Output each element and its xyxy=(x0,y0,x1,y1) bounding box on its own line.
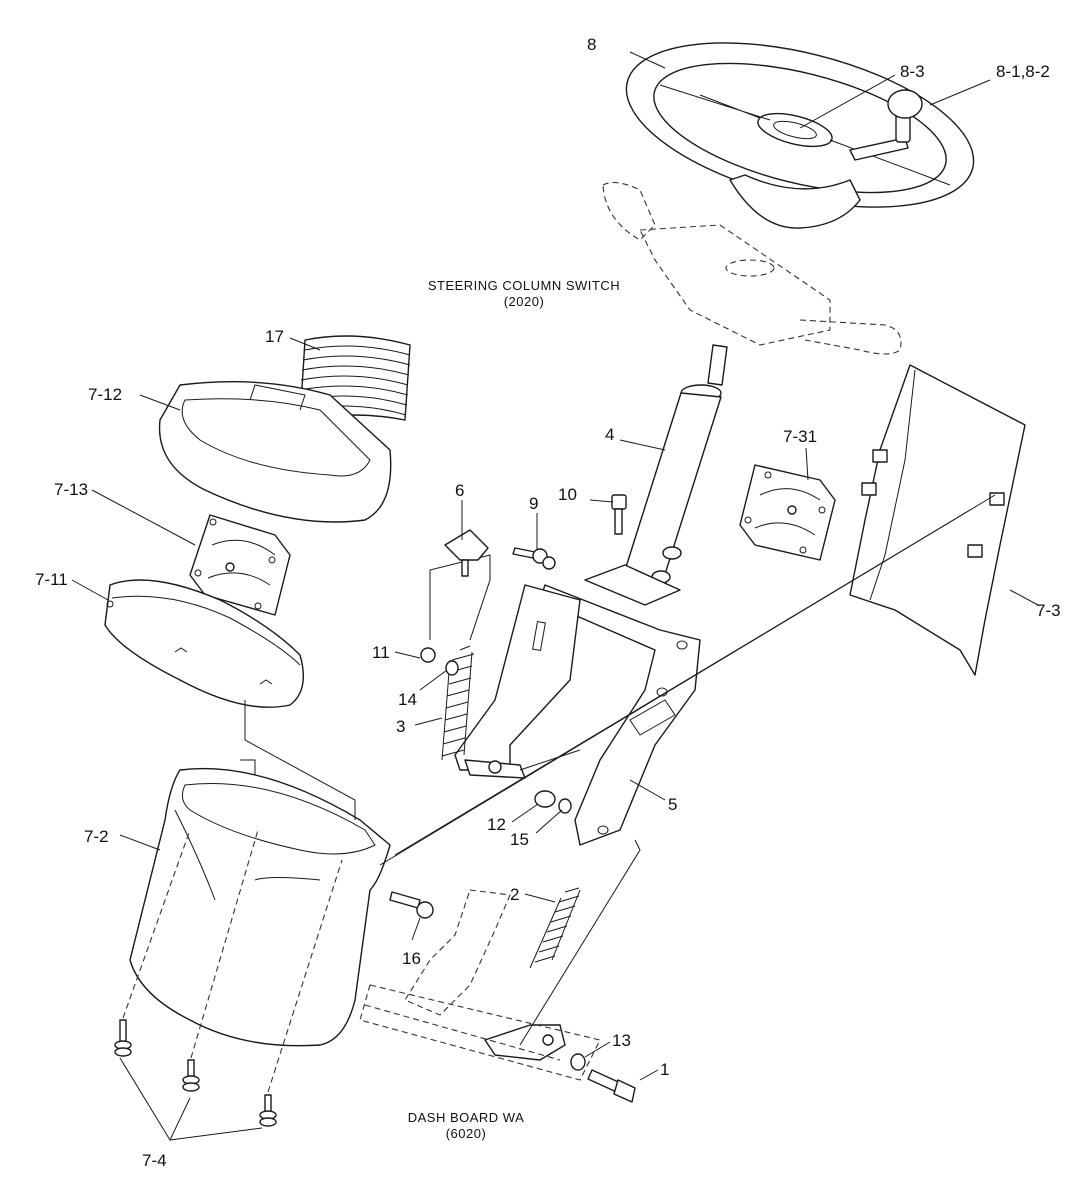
callout-12: 12 xyxy=(487,815,506,834)
dash-board-label: DASH BOARD WA xyxy=(408,1110,525,1125)
callout-8-3: 8-3 xyxy=(900,62,925,81)
steering-column-switch-reference xyxy=(602,181,902,355)
callout-5: 5 xyxy=(668,795,677,814)
callout-7-2: 7-2 xyxy=(84,827,109,846)
callout-1: 1 xyxy=(660,1060,669,1079)
washer-14 xyxy=(445,660,459,676)
lower-shroud-7-2 xyxy=(129,759,391,1047)
washer-15 xyxy=(558,798,572,814)
dash-board-reference xyxy=(359,889,601,1081)
callout-4: 4 xyxy=(605,425,614,444)
callout-labels: 8 8-3 8-1,8-2 17 7-12 4 7-31 7-13 6 9 10… xyxy=(35,35,1061,1170)
callout-15: 15 xyxy=(510,830,529,849)
spring-2 xyxy=(529,887,581,969)
callout-7-13: 7-13 xyxy=(54,480,88,499)
steering-column-switch-label: STEERING COLUMN SWITCH xyxy=(428,278,620,293)
upper-cover-7-12 xyxy=(158,380,392,523)
lower-bracket-plate xyxy=(454,584,581,779)
clamp-7-31 xyxy=(739,464,836,561)
nut-11 xyxy=(420,647,436,663)
bolt-9 xyxy=(512,547,556,570)
dash-board-code: (6020) xyxy=(446,1126,487,1141)
spring-3 xyxy=(441,645,475,761)
callout-7-31: 7-31 xyxy=(783,427,817,446)
bracket-6 xyxy=(444,529,489,577)
bolt-16 xyxy=(389,891,434,919)
callout-2: 2 xyxy=(510,885,519,904)
callout-7-4: 7-4 xyxy=(142,1151,167,1170)
bolt-1 xyxy=(587,1069,636,1103)
steering-wheel xyxy=(625,42,975,229)
steering-column-switch-code: (2020) xyxy=(504,294,545,309)
bolt-10 xyxy=(611,494,627,535)
callout-11: 11 xyxy=(372,643,390,662)
leader-lines xyxy=(71,51,1039,1142)
callout-6: 6 xyxy=(455,481,464,500)
callout-13: 13 xyxy=(612,1031,631,1050)
washer-13 xyxy=(570,1053,586,1071)
callout-7-12: 7-12 xyxy=(88,385,122,404)
callout-8: 8 xyxy=(587,35,596,54)
callout-16: 16 xyxy=(402,949,421,968)
lower-cover-7-11 xyxy=(104,579,304,708)
column-cover-7-3 xyxy=(849,364,1026,676)
callout-17: 17 xyxy=(265,327,284,346)
callout-3: 3 xyxy=(396,717,405,736)
column-shaft xyxy=(584,344,728,606)
clamp-7-13 xyxy=(189,514,291,616)
callout-7-11: 7-11 xyxy=(35,570,68,589)
callout-14: 14 xyxy=(398,690,417,709)
callout-7-3: 7-3 xyxy=(1036,601,1061,620)
screws-7-4 xyxy=(114,1019,277,1127)
callout-8-1-8-2: 8-1,8-2 xyxy=(996,62,1050,81)
bushing-12 xyxy=(534,790,556,808)
callout-10: 10 xyxy=(558,485,577,504)
callout-9: 9 xyxy=(529,494,538,513)
lower-mount-bracket xyxy=(484,1024,566,1061)
